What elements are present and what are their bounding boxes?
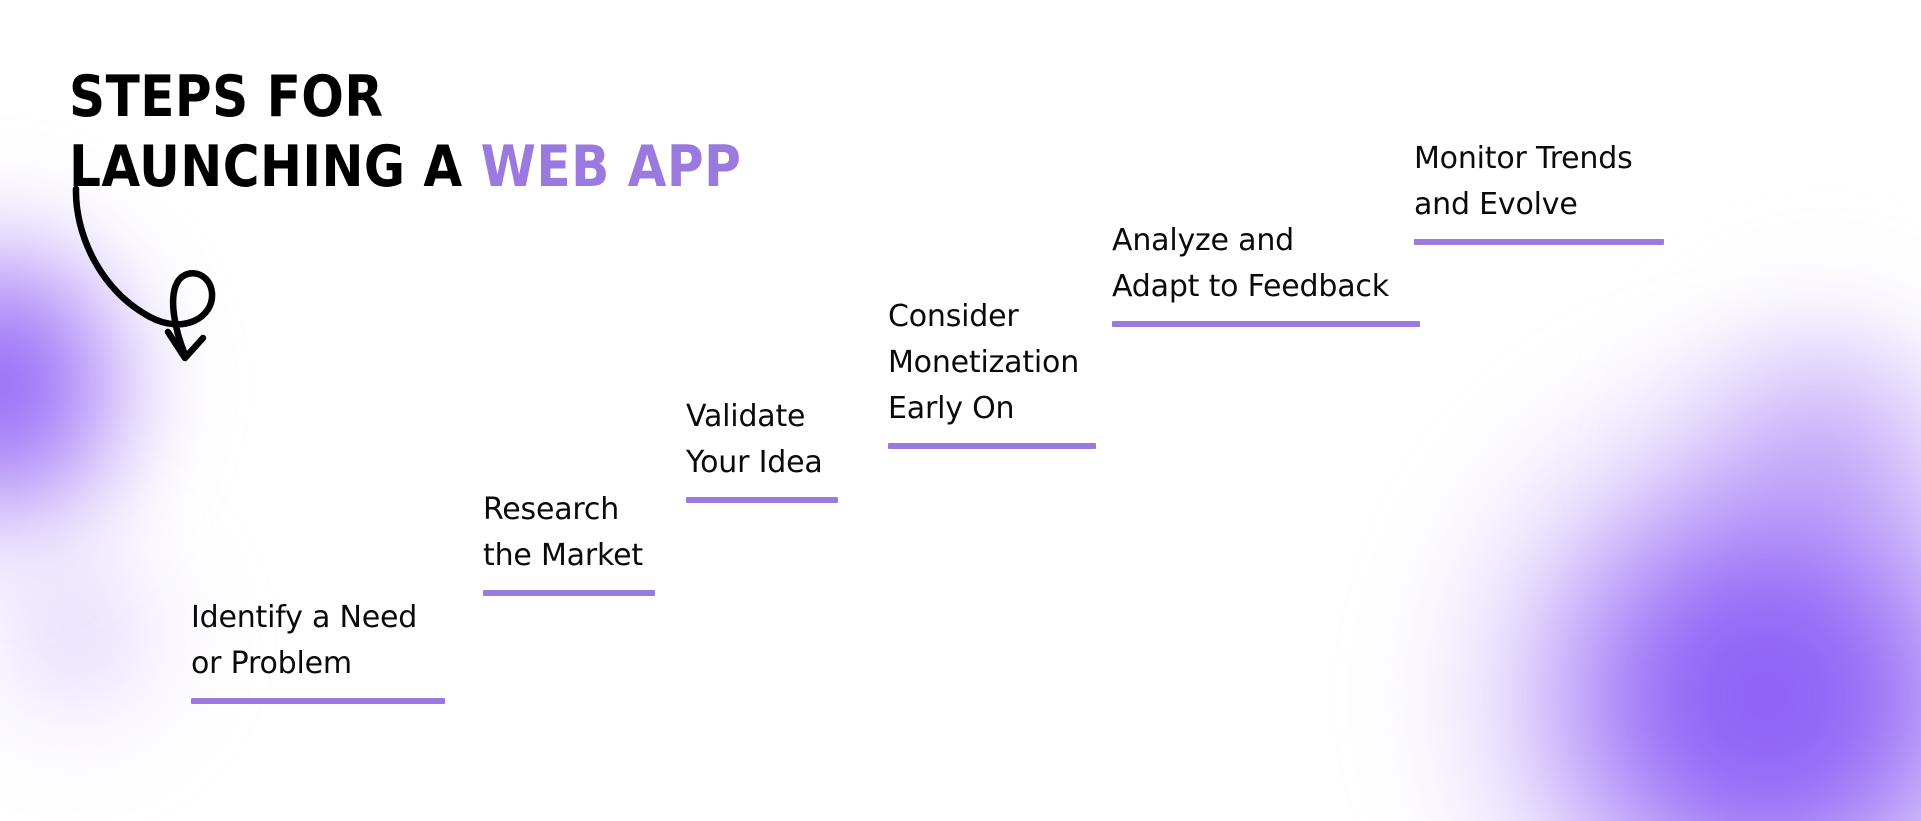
step-label-4: Consider Monetization Early On [888, 299, 1080, 426]
step-item-5[interactable]: Analyze and Adapt to Feedback [1112, 218, 1420, 327]
curly-arrow-svg [72, 185, 216, 362]
page-title: STEPS FOR LAUNCHING A WEB APP [69, 62, 833, 202]
step-underline-1 [191, 698, 445, 704]
step-item-6[interactable]: Monitor Trends and Evolve [1414, 136, 1664, 245]
step-underline-6 [1414, 239, 1664, 245]
step-label-1: Identify a Need or Problem [191, 600, 418, 681]
step-item-1[interactable]: Identify a Need or Problem [191, 595, 445, 704]
step-underline-4 [888, 443, 1096, 449]
step-underline-5 [1112, 321, 1420, 327]
page-title-accent: WEB APP [480, 134, 742, 200]
page-title-line-2-plain: LAUNCHING A [69, 134, 481, 200]
step-item-3[interactable]: Validate Your Idea [686, 394, 838, 503]
page-title-line-1: STEPS FOR [69, 64, 384, 130]
page-title-line-2: LAUNCHING A WEB APP [69, 132, 741, 202]
step-label-6: Monitor Trends and Evolve [1414, 141, 1633, 222]
purple-gradient-blob-bottom-right [1381, 311, 1921, 821]
purple-gradient-blob-left [0, 150, 215, 620]
step-underline-2 [483, 590, 655, 596]
curly-arrow-icon [72, 185, 232, 376]
step-item-4[interactable]: Consider Monetization Early On [888, 294, 1096, 449]
step-item-2[interactable]: Research the Market [483, 487, 655, 596]
step-label-2: Research the Market [483, 492, 643, 573]
step-underline-3 [686, 497, 838, 503]
purple-gradient-blob-right-upper [1611, 241, 1921, 671]
step-label-3: Validate Your Idea [686, 399, 823, 480]
step-label-5: Analyze and Adapt to Feedback [1112, 223, 1389, 304]
